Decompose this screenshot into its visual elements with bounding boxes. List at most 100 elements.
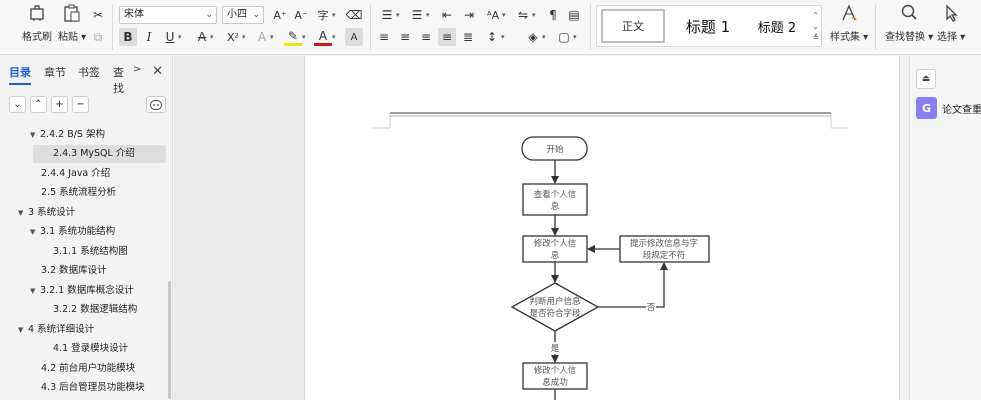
align-center-icon[interactable]: ≡ <box>399 30 411 44</box>
paper-check-button[interactable]: G 论文查重 <box>916 96 981 120</box>
style-gallery: 正文 标题 1 标题 2 ⌃⌄≚ <box>596 5 822 47</box>
expand-triangle-icon[interactable]: ▼ <box>30 228 36 236</box>
toc-item[interactable]: ▼2.4.2 B/S 架构 <box>30 126 105 144</box>
toc-item[interactable]: 2.4.3 MySQL 介绍 <box>33 145 166 163</box>
select-button[interactable]: 选择 ▾ <box>937 2 965 43</box>
tab-toc[interactable]: 目录 <box>9 66 31 85</box>
select-label: 选择 ▾ <box>937 32 966 43</box>
style-set-button[interactable]: 样式集 ▾ <box>830 2 868 43</box>
table-split-icon[interactable]: ▤ <box>568 8 580 22</box>
expand-triangle-icon[interactable]: ▼ <box>18 326 24 334</box>
close-icon[interactable]: ✕ <box>152 64 163 79</box>
increase-indent-icon[interactable]: ⇥ <box>463 8 475 22</box>
toc-item[interactable]: 3.2 数据库设计 <box>41 265 107 276</box>
format-painter-button[interactable]: 格式刷 <box>22 2 52 43</box>
font-name-select[interactable]: 宋体⌄ <box>119 6 217 24</box>
distribute-icon[interactable]: ≣ <box>462 30 474 44</box>
add-heading-icon[interactable]: + <box>51 96 68 113</box>
toc-item[interactable]: ▼3.2.1 数据库概念设计 <box>30 282 134 300</box>
chinese-layout-icon[interactable]: ⇋ <box>517 8 529 22</box>
svg-text:修改个人信: 修改个人信 <box>534 365 577 376</box>
borders-icon[interactable]: ▢ <box>558 30 570 44</box>
tab-chapters[interactable]: 章节 <box>44 66 66 79</box>
flow-yes-label: 是 <box>551 344 560 354</box>
toc-item[interactable]: 2.4.4 Java 介绍 <box>41 168 111 179</box>
bold-button[interactable]: B <box>119 28 137 46</box>
align-right-icon[interactable]: ≡ <box>420 30 432 44</box>
font-color-icon[interactable]: A <box>314 28 332 46</box>
tab-find[interactable]: 查找 <box>113 66 124 95</box>
ribbon-divider <box>112 4 113 50</box>
document-page[interactable]: 开始 查看个人信 息 修改个人信 息 提示修改信息与字 段规定不符 <box>304 56 900 400</box>
show-marks-icon[interactable]: ¶ <box>549 8 557 22</box>
search-icon <box>901 4 917 20</box>
format-painter-icon <box>30 5 44 21</box>
navigation-pane: 目录 章节 书签 查找 > ✕ ⌄ ⌃ + − ▼2.4.2 B/S 架构 2.… <box>0 56 173 400</box>
highlight-color-icon[interactable]: ✎ <box>284 28 302 46</box>
bullets-icon[interactable]: ☰ <box>381 8 393 22</box>
flow-modify-success: 修改个人信 息成功 <box>522 362 588 390</box>
italic-button[interactable]: I <box>146 30 152 44</box>
paste-button[interactable]: 粘贴 ▾ <box>58 2 86 43</box>
flow-hint-box: 提示修改信息与字 段规定不符 <box>619 235 710 263</box>
svg-text:段规定不符: 段规定不符 <box>643 250 686 261</box>
ribbon-divider <box>370 4 371 50</box>
grow-font-icon[interactable]: A⁺ <box>273 8 287 22</box>
text-effect-icon[interactable]: A <box>257 30 267 44</box>
nav-scrollbar[interactable] <box>168 281 171 399</box>
document-area: 开始 查看个人信 息 修改个人信 息 提示修改信息与字 段规定不符 <box>174 56 900 400</box>
decrease-indent-icon[interactable]: ⇤ <box>441 8 453 22</box>
find-replace-button[interactable]: 查找替换 ▾ <box>885 2 933 43</box>
svg-text:息成功: 息成功 <box>542 377 568 388</box>
toc-item[interactable]: 4.1 登录模块设计 <box>53 343 129 354</box>
style-heading-2[interactable]: 标题 2 <box>757 20 797 36</box>
collapse-up-icon[interactable]: ⌃ <box>30 96 47 113</box>
paper-check-icon: G <box>916 97 937 119</box>
ai-assistant-icon[interactable] <box>146 96 166 113</box>
gallery-scroll-icon[interactable]: ⌃⌄≚ <box>812 11 819 42</box>
underline-button[interactable]: U <box>165 30 175 44</box>
flow-modify-info: 修改个人信 息 <box>522 235 588 263</box>
clear-format-icon[interactable]: ⌫ <box>345 8 363 22</box>
strikethrough-button[interactable]: A <box>197 30 207 44</box>
toc-item[interactable]: 3.1.1 系统结构图 <box>53 246 128 257</box>
toc-item[interactable]: 4.2 前台用户功能模块 <box>41 363 136 374</box>
document-scrollbar[interactable] <box>900 56 909 400</box>
toc-item[interactable]: 2.5 系统流程分析 <box>41 187 117 198</box>
cut-icon[interactable]: ✂ <box>92 8 104 22</box>
eject-collapse-icon[interactable]: ⏏ <box>916 69 936 89</box>
ribbon-toolbar: 格式刷 粘贴 ▾ ✂ ⧉ 宋体⌄ 小四⌄ A⁺ A⁻ 字 ▾ ⌫ B I U ▾… <box>0 0 981 55</box>
shading-icon[interactable]: ◈ <box>528 30 538 44</box>
find-replace-label: 查找替换 ▾ <box>885 32 934 43</box>
change-case-icon[interactable]: ᴬA <box>486 8 500 22</box>
style-set-icon <box>842 4 857 21</box>
collapse-down-icon[interactable]: ⌄ <box>9 96 26 113</box>
svg-text:判断用户信息: 判断用户信息 <box>529 296 581 307</box>
shrink-font-icon[interactable]: A⁻ <box>294 8 308 22</box>
superscript-button[interactable]: X² <box>227 30 239 44</box>
justify-icon[interactable]: ≡ <box>438 28 456 46</box>
align-left-icon[interactable]: ≡ <box>378 30 390 44</box>
style-normal[interactable]: 正文 <box>601 9 665 43</box>
remove-heading-icon[interactable]: − <box>72 96 89 113</box>
toc-item[interactable]: 4.3 后台管理员功能模块 <box>41 382 145 393</box>
paste-icon <box>64 4 80 22</box>
font-size-select[interactable]: 小四⌄ <box>222 6 264 24</box>
svg-text:息: 息 <box>551 250 560 261</box>
ribbon-divider <box>590 4 591 50</box>
toc-item[interactable]: 3.2.2 数据逻辑结构 <box>53 304 138 315</box>
style-heading-1[interactable]: 标题 1 <box>685 17 731 36</box>
expand-triangle-icon[interactable]: ▼ <box>18 209 24 217</box>
expand-triangle-icon[interactable]: ▼ <box>30 131 36 139</box>
tab-bookmarks[interactable]: 书签 <box>78 66 100 79</box>
expand-triangle-icon[interactable]: ▼ <box>30 287 36 295</box>
numbering-icon[interactable]: ☰ <box>411 8 423 22</box>
copy-icon[interactable]: ⧉ <box>93 29 103 44</box>
phonetic-guide-icon[interactable]: 字 <box>317 9 329 22</box>
line-spacing-icon[interactable]: ↕ <box>486 30 498 44</box>
character-shading-icon[interactable]: A <box>345 28 363 46</box>
toc-item[interactable]: ▼3 系统设计 <box>18 204 75 222</box>
toc-item[interactable]: ▼4 系统详细设计 <box>18 321 94 339</box>
toc-item[interactable]: ▼3.1 系统功能结构 <box>30 223 115 241</box>
chevron-right-icon[interactable]: > <box>133 64 142 75</box>
